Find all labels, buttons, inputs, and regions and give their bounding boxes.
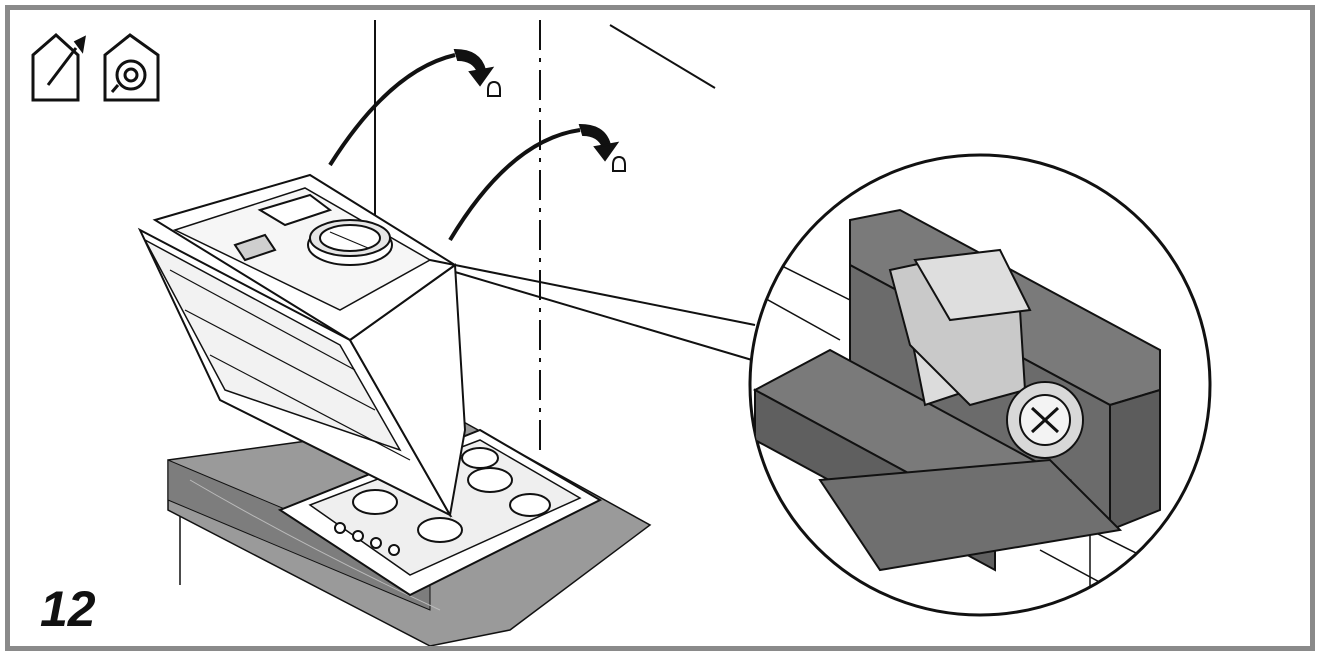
- house-exhaust-outlet-icon: [31, 32, 86, 102]
- hook-arrow-icon: [453, 48, 626, 172]
- house-recirculation-icon: [103, 33, 160, 102]
- step-number: 12: [40, 581, 96, 637]
- diagram-frame: 12: [5, 5, 1315, 651]
- installation-scene: [31, 20, 1212, 646]
- cooker-hood: [137, 173, 467, 518]
- mounting-bracket: [752, 208, 1161, 572]
- hob-knobs: [334, 522, 400, 556]
- detail-zoom-circle: [748, 153, 1212, 617]
- motor-module: [233, 193, 333, 262]
- air-outlet-collar: [307, 219, 393, 266]
- hob-burners: [352, 447, 551, 543]
- screw-icon: [1006, 381, 1084, 459]
- zoom-callout-lines: [429, 259, 756, 361]
- lifting-arrows: [328, 53, 581, 242]
